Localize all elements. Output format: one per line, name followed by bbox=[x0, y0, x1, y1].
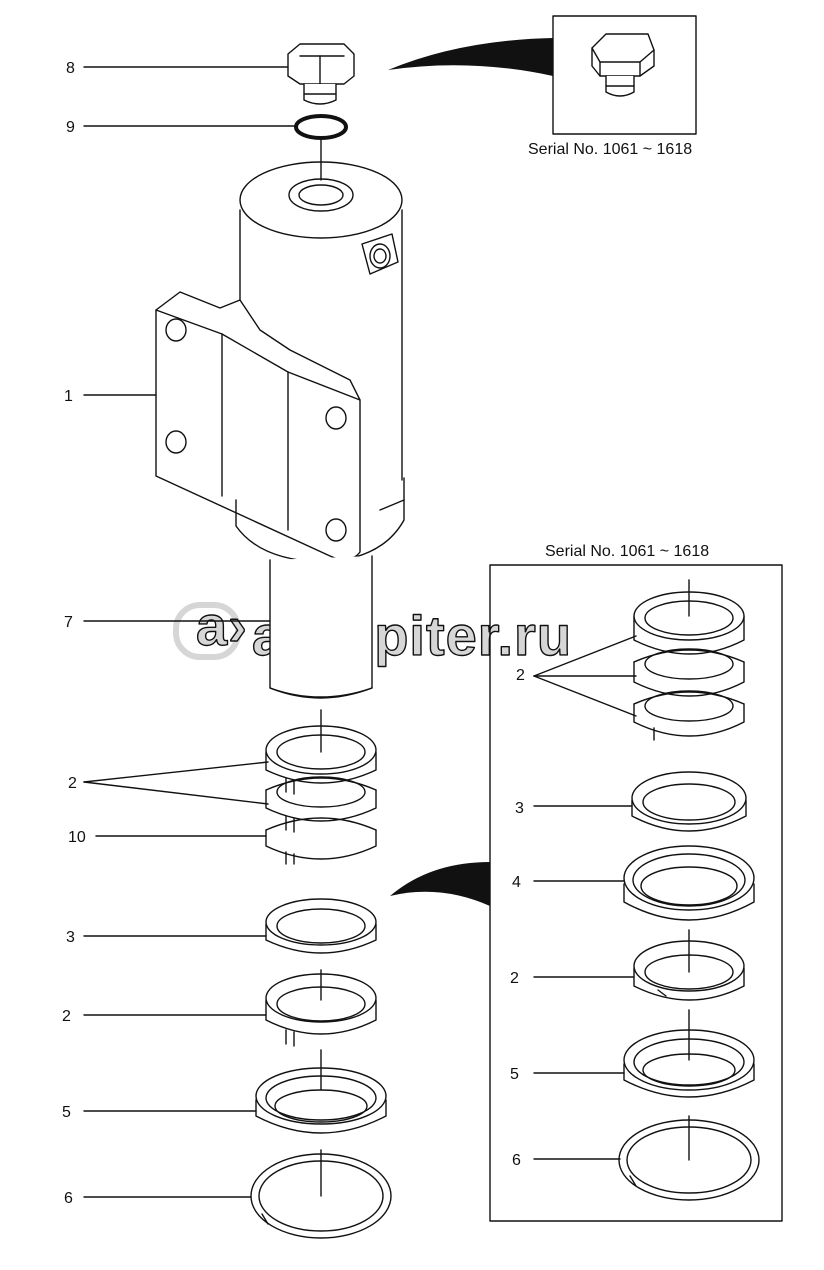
pointer-arrow-top bbox=[388, 38, 553, 76]
callout-1: 1 bbox=[64, 388, 73, 405]
inset-right bbox=[390, 564, 783, 1222]
callout-8: 8 bbox=[66, 60, 75, 77]
inset-top-caption: Serial No. 1061 ~ 1618 bbox=[528, 141, 692, 158]
inset-bushing-3 bbox=[633, 690, 745, 741]
part-10-bushing bbox=[265, 817, 377, 865]
callout-6-main: 6 bbox=[64, 1190, 73, 1207]
main-callout-labels: 8 9 1 7 2 10 3 2 5 6 bbox=[62, 60, 86, 1207]
main-leader-lines bbox=[83, 66, 297, 1198]
callout-3-main: 3 bbox=[66, 929, 75, 946]
callout-5-main: 5 bbox=[62, 1104, 71, 1121]
part-9-o-ring bbox=[294, 114, 348, 140]
callout-9: 9 bbox=[66, 119, 75, 136]
inset-seal-3 bbox=[631, 771, 747, 832]
inset-top bbox=[388, 15, 697, 135]
inset-right-caption: Serial No. 1061 ~ 1618 bbox=[545, 543, 709, 560]
inset-callout-labels: 2 3 4 2 5 6 bbox=[510, 667, 525, 1169]
pointer-arrow-right bbox=[390, 862, 490, 906]
callout-7: 7 bbox=[64, 614, 73, 631]
part-8-plug bbox=[287, 43, 355, 105]
part-7-shaft bbox=[269, 555, 373, 699]
part-2-bushing-2 bbox=[265, 776, 377, 833]
part-5-seal bbox=[255, 1067, 387, 1134]
part-3-seal bbox=[265, 898, 377, 954]
watermark-arrow: a› bbox=[196, 594, 248, 657]
part-1-housing bbox=[155, 161, 405, 563]
inset-callout-2-lower: 2 bbox=[510, 970, 519, 987]
inset-seal-4 bbox=[623, 845, 755, 921]
watermark: a› autopiter.ru bbox=[173, 593, 572, 668]
inset-callout-6: 6 bbox=[512, 1152, 521, 1169]
callout-2-main: 2 bbox=[68, 775, 77, 792]
inset-callout-4: 4 bbox=[512, 874, 521, 891]
inset-callout-5: 5 bbox=[510, 1066, 519, 1083]
inset-bushing-2 bbox=[633, 648, 745, 697]
callout-10: 10 bbox=[68, 829, 86, 846]
callout-2-main-lower: 2 bbox=[62, 1008, 71, 1025]
inset-callout-3: 3 bbox=[515, 800, 524, 817]
inset-callout-2: 2 bbox=[516, 667, 525, 684]
